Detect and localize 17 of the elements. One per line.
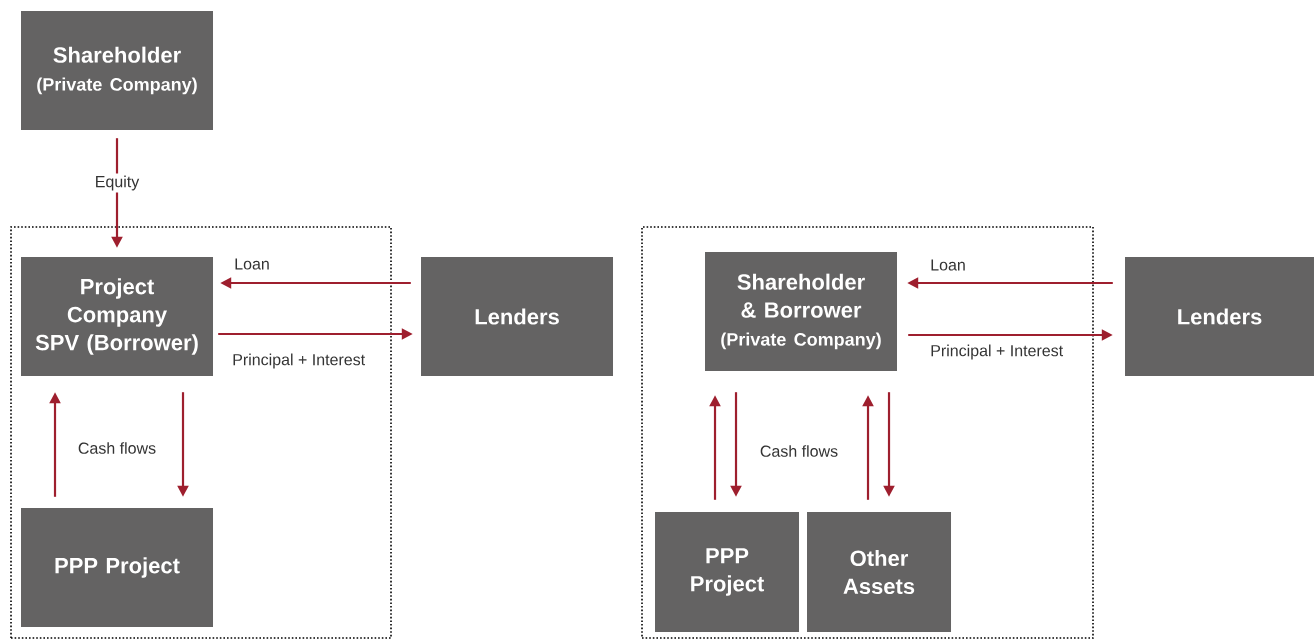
text-box: PPP Project: [21, 508, 213, 627]
text-box: Other Assets: [807, 512, 951, 632]
text-box: Shareholder (Private Company): [21, 11, 213, 130]
text-box: Lenders: [421, 257, 613, 376]
edge-label: Principal + Interest: [230, 351, 368, 371]
text-box: Shareholder & Borrower (Private Company): [705, 252, 897, 371]
text-box: Lenders: [1125, 257, 1314, 376]
edge-label: Principal + Interest: [928, 342, 1066, 362]
edge-label: Cash flows: [75, 440, 159, 456]
dotted-frame: [10, 226, 392, 639]
edge-label: Equity: [92, 173, 142, 193]
dotted-frame: [641, 226, 1094, 639]
edge-label: Cash flows: [757, 443, 841, 459]
edge-label: Loan: [928, 257, 968, 273]
text-box: Project Company SPV (Borrower): [21, 257, 213, 376]
edge-label: Loan: [232, 256, 272, 272]
text-box: PPP Project: [655, 512, 799, 632]
